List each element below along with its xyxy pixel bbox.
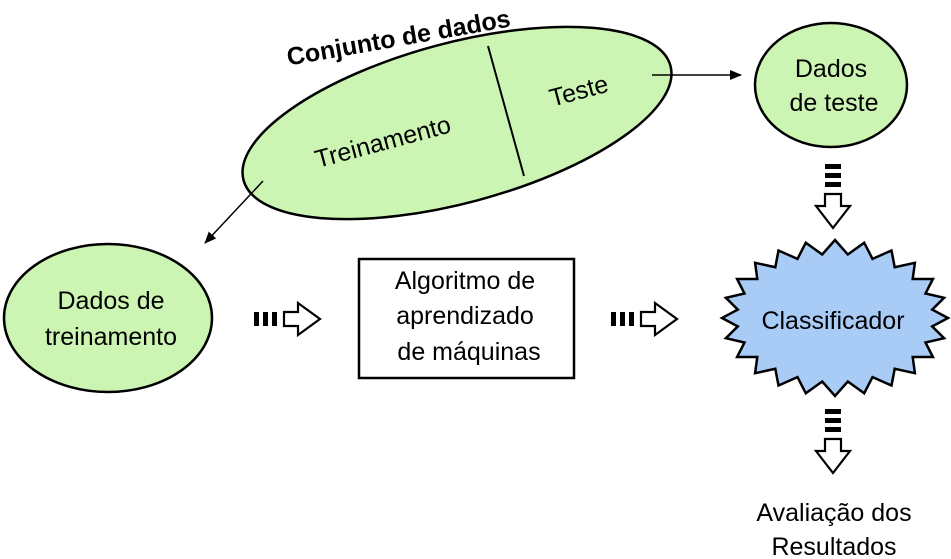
training-data-label-line2: treinamento: [45, 323, 177, 351]
training-data-node: Dados de treinamento: [2, 242, 214, 394]
dataset-ellipse-group: Conjunto de dados Treinamento Teste: [241, 5, 673, 221]
classifier-node: Classificador: [719, 238, 951, 398]
evaluation-label-line1: Avaliação dos: [756, 499, 911, 527]
arrow-stripe-1: [825, 164, 841, 169]
classifier-label: Classificador: [761, 307, 904, 335]
arrow-classifier-to-evaluation: [813, 409, 853, 475]
arrow-stripe-1: [611, 312, 616, 326]
evaluation-label-line2: Resultados: [771, 533, 896, 559]
test-data-label-line1: Dados: [795, 55, 867, 83]
test-data-label-line2: de teste: [790, 89, 879, 117]
algorithm-label-line1: Algoritmo de: [395, 267, 535, 295]
arrow-stripe-1: [254, 312, 259, 326]
dataset-split-divider: [487, 45, 525, 177]
training-data-ellipse: [2, 242, 214, 394]
arrow-algorithm-to-classifier: [611, 300, 679, 338]
arrow-stripe-3: [825, 182, 841, 187]
arrow-to-training-data: [204, 180, 264, 244]
arrow-stripe-3: [272, 312, 277, 326]
arrow-stripe-3: [629, 312, 634, 326]
algorithm-box: [357, 257, 576, 380]
arrow-head: [813, 437, 853, 475]
arrow-training-to-algorithm: [254, 300, 322, 338]
dataset-ellipse: [241, 25, 673, 221]
arrow-head: [639, 300, 679, 338]
algorithm-label-line2: aprendizado: [396, 302, 534, 330]
flow-arrows: [254, 164, 853, 475]
arrow-stripe-2: [620, 312, 625, 326]
test-data-ellipse: [753, 21, 909, 149]
evaluation-node: Avaliação dos Resultados: [756, 499, 911, 559]
arrow-test-data-to-classifier: [813, 164, 853, 230]
arrow-stripe-2: [263, 312, 268, 326]
arrow-stripe-2: [825, 418, 841, 423]
classifier-starburst: [719, 238, 951, 398]
test-data-node: Dados de teste: [753, 21, 909, 149]
arrow-stripe-3: [825, 427, 841, 432]
training-data-label-line1: Dados de: [57, 287, 164, 315]
arrow-stripe-1: [825, 409, 841, 414]
arrow-head: [813, 192, 853, 230]
arrow-stripe-2: [825, 173, 841, 178]
algorithm-label-line3: de máquinas: [397, 338, 540, 366]
arrow-head: [282, 300, 322, 338]
algorithm-node: Algoritmo de aprendizado de máquinas: [357, 257, 576, 380]
